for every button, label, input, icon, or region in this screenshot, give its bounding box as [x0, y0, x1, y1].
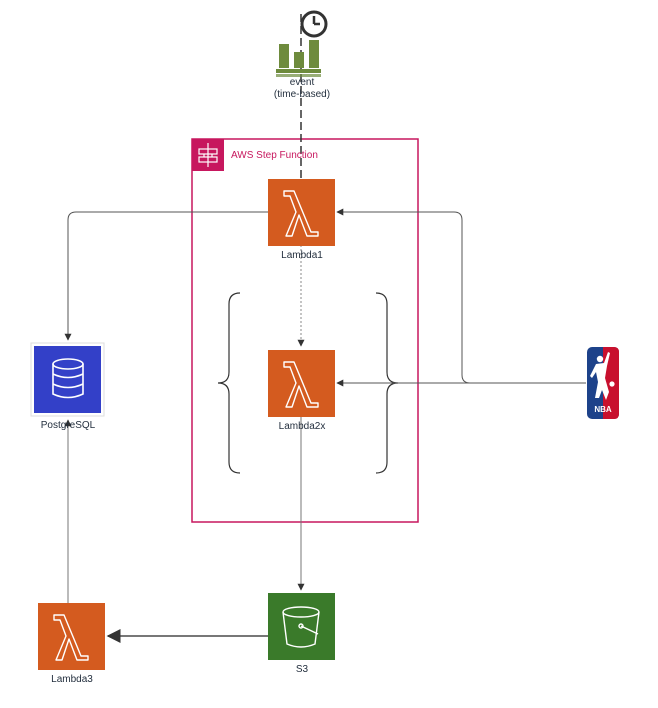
step-function-group: [191, 138, 419, 523]
bucket-icon: [282, 606, 320, 648]
lambda2x-label: Lambda2x: [278, 421, 326, 432]
lambda1-label: Lambda1: [281, 250, 323, 261]
nba-logo: [587, 347, 619, 419]
event-label: event (time-based): [262, 77, 342, 101]
lambda-icon: [283, 361, 319, 408]
left-brace: [217, 292, 241, 474]
event-label-line2: (time-based): [273, 89, 331, 100]
lambda3-node: [38, 603, 105, 670]
event-label-line1: event: [289, 77, 315, 88]
postgres-node: [30, 342, 105, 417]
lambda1-node: [268, 179, 335, 246]
s3-label: S3: [295, 664, 309, 675]
lambda2x-node: [268, 350, 335, 417]
postgres-label: PostgreSQL: [40, 420, 96, 431]
lambda1-to-postgres-arrow: [64, 211, 268, 341]
connectors: [64, 14, 586, 643]
s3-node: [268, 593, 335, 660]
step-functions-glyph: [198, 143, 218, 167]
nba-to-lambda1-arrow: [336, 208, 586, 384]
lambda3-label: Lambda3: [51, 674, 93, 685]
database-icon: [52, 358, 84, 399]
step-function-title: AWS Step Function: [231, 150, 318, 161]
event-bars-with-clock-icon: [276, 10, 328, 77]
nba-silhouette: [590, 352, 615, 400]
lambda-icon: [283, 190, 319, 237]
lambda-icon: [53, 614, 89, 661]
clock-icon: [300, 10, 328, 38]
nba-logo-text: NBA: [594, 405, 612, 414]
